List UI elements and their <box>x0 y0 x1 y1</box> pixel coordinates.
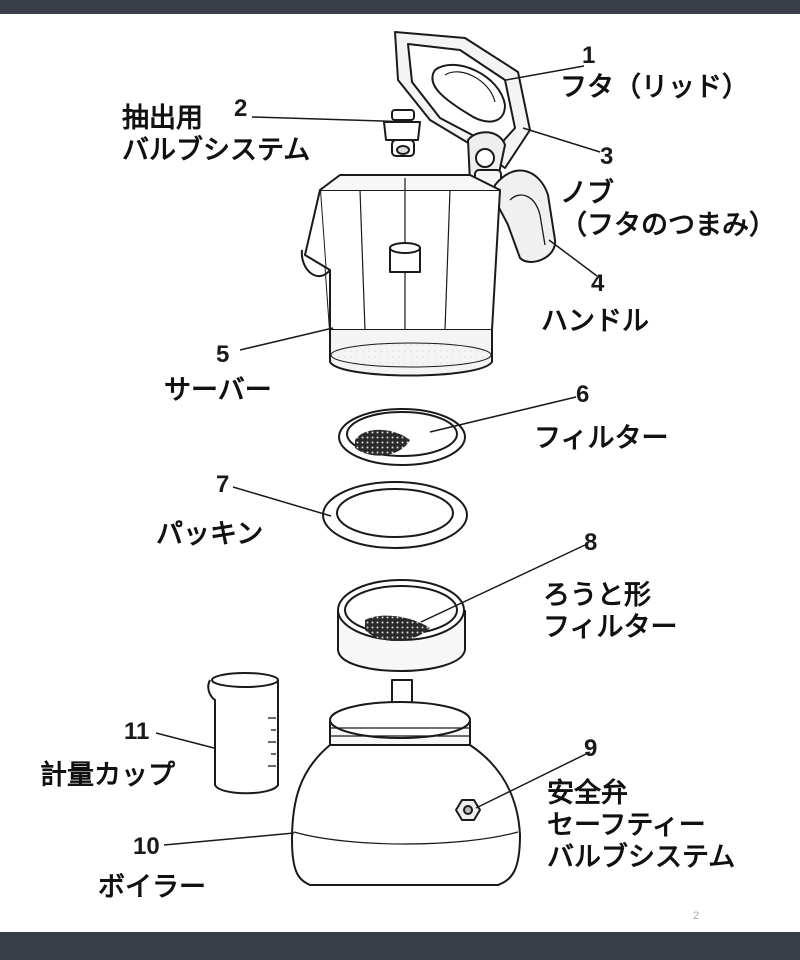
label-safety-valve: 安全弁 セーフティー バルブシステム <box>547 778 736 873</box>
label-knob: ノブ （フタのつまみ） <box>560 178 776 241</box>
valve-drawing <box>383 109 421 157</box>
label-measuring-cup: 計量カップ <box>40 760 175 791</box>
label-filter: フィルター <box>534 423 669 454</box>
label-server: サーバー <box>164 375 272 406</box>
server-drawing <box>300 174 501 377</box>
part-number-1: 1 <box>582 42 596 69</box>
part-number-3: 3 <box>600 143 614 170</box>
filter-drawing <box>338 408 466 466</box>
knob-drawing <box>467 131 506 190</box>
top-frame-bar <box>0 0 800 14</box>
part-number-10: 10 <box>133 833 160 860</box>
leader-lines <box>155 65 601 846</box>
part-number-6: 6 <box>576 381 590 408</box>
part-number-4: 4 <box>591 270 605 297</box>
label-lid: フタ（リッド） <box>560 72 749 103</box>
label-funnel-filter: ろうと形 フィルター <box>543 580 678 643</box>
boiler-drawing <box>291 701 521 886</box>
part-number-9: 9 <box>584 735 598 762</box>
label-extraction-valve: 抽出用 バルブシステム <box>122 103 311 166</box>
part-number-7: 7 <box>216 471 230 498</box>
page-number: 2 <box>693 910 700 922</box>
part-number-5: 5 <box>216 341 230 368</box>
part-number-11: 11 <box>124 718 150 745</box>
bottom-frame-bar <box>0 932 800 960</box>
part-number-2: 2 <box>234 95 248 122</box>
funnel-filter-drawing <box>337 579 466 723</box>
gasket-drawing <box>322 481 468 549</box>
measuring-cup-drawing <box>207 672 279 795</box>
label-boiler: ボイラー <box>98 872 206 903</box>
label-handle: ハンドル <box>541 306 649 337</box>
part-number-8: 8 <box>584 529 598 556</box>
handle-drawing <box>493 169 557 263</box>
exploded-diagram <box>155 31 601 886</box>
lid-drawing <box>394 31 531 169</box>
label-gasket: パッキン <box>156 519 264 550</box>
